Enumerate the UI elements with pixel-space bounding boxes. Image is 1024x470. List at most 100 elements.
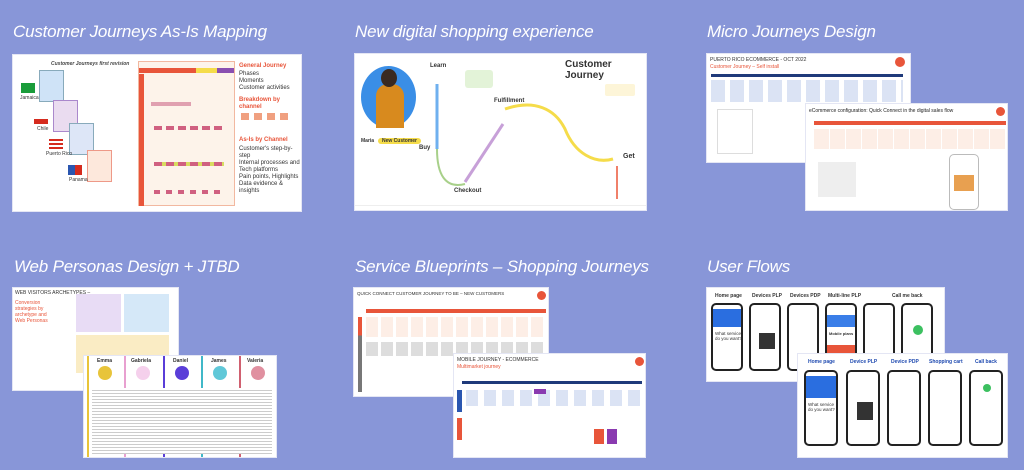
user-flow-thumbnail-2[interactable]: Home page Device PLP Device PDP Shopping…: [797, 353, 1008, 458]
stage-checkout: Checkout: [454, 188, 482, 194]
map-preview: [53, 100, 78, 132]
screen-label: Shopping cart: [929, 359, 963, 365]
brand-logo: [895, 57, 905, 67]
persona-name: Emma: [97, 358, 113, 364]
persona-name: Gabriela: [131, 358, 152, 364]
brand-logo: [537, 291, 546, 300]
lane-label: [457, 390, 462, 412]
lane-label: [457, 418, 462, 440]
steps-row: [366, 342, 546, 356]
card-title[interactable]: Customer Journeys As-Is Mapping: [13, 22, 267, 41]
note-heading: Breakdown by channel: [239, 97, 281, 110]
persona-badge: New Customer: [378, 138, 422, 144]
hero-text: What service do you want?: [808, 402, 835, 412]
screen-label: Multi-line PLP: [828, 293, 862, 299]
persona-avatar: [98, 366, 112, 380]
blueprint-title: QUICK CONNECT CUSTOMER JOURNEY TO BE – N…: [357, 291, 505, 296]
card-title[interactable]: New digital shopping experience: [355, 22, 594, 41]
chile-flag: [34, 114, 48, 124]
note-item: Customer activities: [239, 85, 290, 91]
blueprint-subtitle: Multimarket journey: [457, 364, 501, 370]
jamaica-flag: [21, 83, 35, 93]
map-preview: [87, 150, 112, 182]
journey-heading: Customer Journey: [565, 59, 612, 81]
persona-column: [87, 356, 89, 457]
step-highlight: [534, 389, 546, 394]
phase-bar: [366, 309, 546, 313]
country-label: Jamaica: [20, 95, 39, 101]
brand-logo: [635, 357, 644, 366]
phone-screen: [969, 370, 1003, 446]
screen-label: Devices PDP: [790, 293, 821, 299]
phone-preview: [949, 154, 979, 210]
persona-text: [92, 388, 272, 454]
phone-screen: [749, 303, 781, 371]
doc-header: PUERTO RICO ECOMMERCE - OCT 2022: [710, 57, 807, 63]
country-label: Puerto Rico: [46, 151, 73, 157]
note-item: Internal processes and Tech platforms: [239, 160, 300, 173]
phase-bar: [462, 381, 642, 384]
map-preview: [39, 70, 64, 102]
plans-text: Mobile plans: [829, 331, 854, 336]
flow-steps: [814, 129, 1006, 149]
screen-label: Device PLP: [850, 359, 878, 365]
note-item: Pain points, Highlights: [239, 174, 299, 180]
card-title[interactable]: Micro Journeys Design: [707, 22, 876, 41]
note-bubble: [605, 84, 635, 96]
phase-bar: [711, 74, 903, 77]
caption: Customer Journeys first revision: [51, 61, 130, 67]
doc-subheader: Customer Journey – Self install: [710, 64, 780, 70]
step-highlight: [594, 429, 604, 444]
card-title[interactable]: Service Blueprints – Shopping Journeys: [355, 257, 649, 276]
phone-screen: [887, 370, 921, 446]
map-preview: [818, 162, 856, 197]
journey-map-detail: [138, 61, 235, 206]
note-heading: As-Is by Channel: [239, 137, 288, 143]
channel-icons: [241, 113, 289, 120]
step-highlight: [607, 429, 617, 444]
blueprint-thumbnail-2[interactable]: MOBILE JOURNEY - ECOMMERCE Multimarket j…: [453, 353, 646, 458]
country-label: Chile: [37, 126, 49, 132]
note-item: Moments: [239, 78, 264, 84]
shopping-experience-thumbnail[interactable]: Maria New Customer Customer Journey Lear…: [354, 53, 647, 211]
card-title[interactable]: User Flows: [707, 257, 791, 276]
archetypes-subtitle: Conversion strategies by archetype and W…: [15, 300, 48, 324]
note-list: Phases Moments Customer activities: [239, 71, 301, 92]
flow-steps: [711, 80, 903, 102]
hero-text: What service do you want?: [715, 331, 742, 341]
persona-name: Daniel: [173, 358, 189, 364]
country-label: Panama: [69, 177, 88, 183]
stage-learn: Learn: [430, 63, 447, 69]
persona-cards-thumbnail[interactable]: Emma Gabriela Daniel James Valeria: [83, 355, 277, 458]
lane-labels: [358, 317, 362, 392]
steps-row: [466, 390, 642, 406]
screen-label: Home page: [715, 293, 742, 299]
form-preview: [717, 109, 753, 154]
screen-label: Home page: [808, 359, 835, 365]
phone-screen: What service do you want?: [804, 370, 838, 446]
config-title: eCommerce configuration: Quick Connect i…: [809, 108, 954, 114]
note-bubble: [465, 70, 493, 88]
persona-avatar: [136, 366, 150, 380]
brand-logo: [996, 107, 1005, 116]
persona-avatar: [251, 366, 265, 380]
persona-name: Valeria: [247, 358, 264, 364]
persona-name: James: [211, 358, 227, 364]
note-item: Customer's step-by-step: [239, 146, 293, 159]
panama-flag: [68, 165, 82, 175]
screen-label: Device PDP: [891, 359, 919, 365]
note-heading: General Journey: [239, 63, 287, 69]
screen-label: Call me back: [892, 293, 923, 299]
legend: [355, 205, 646, 210]
micro-journey-thumbnail-2[interactable]: eCommerce configuration: Quick Connect i…: [805, 103, 1008, 211]
phase-bar: [814, 121, 1006, 125]
note-item: Phases: [239, 71, 260, 77]
stage-fulfillment: Fulfillment: [494, 98, 525, 104]
archetypes-title: WEB VISITORS ARCHETYPES –: [15, 290, 91, 296]
phone-screen: [928, 370, 962, 446]
phone-screen: [846, 370, 880, 446]
puerto-rico-flag: [49, 139, 63, 149]
journey-mapping-thumbnail[interactable]: Customer Journeys first revision Jamaica…: [12, 54, 302, 212]
quadrant: [76, 294, 121, 332]
card-title[interactable]: Web Personas Design + JTBD: [14, 257, 240, 276]
